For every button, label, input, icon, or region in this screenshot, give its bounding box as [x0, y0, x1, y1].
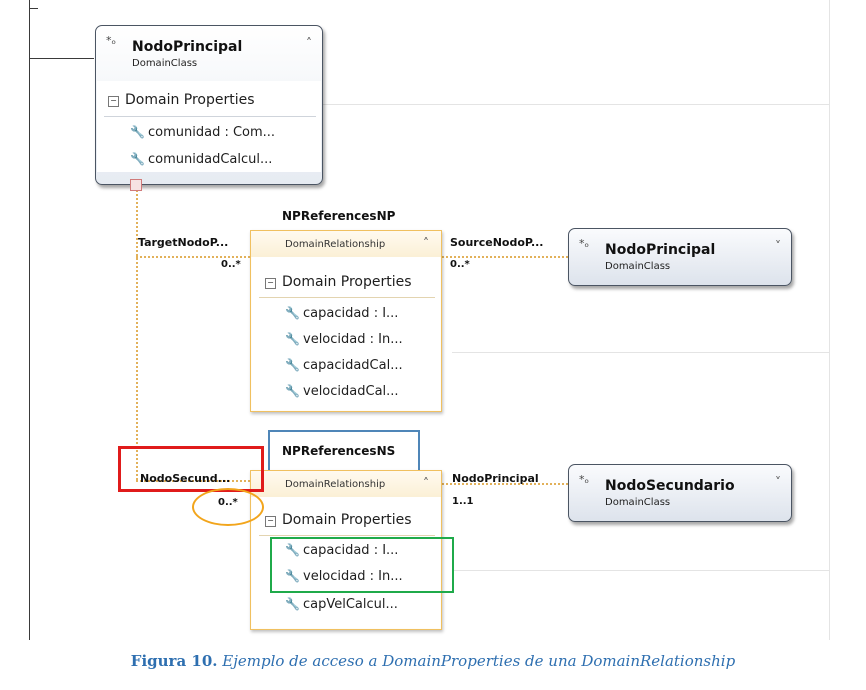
tree-top-tick [30, 8, 38, 9]
wrench-icon: 🔧 [285, 569, 300, 583]
section-label: Domain Properties [125, 92, 255, 108]
connector-nodoprincipal-right [442, 483, 568, 485]
connector-vertical [136, 190, 138, 480]
relationship-name: NPReferencesNP [282, 209, 396, 223]
section-divider [259, 535, 435, 536]
wrench-icon: 🔧 [285, 332, 300, 346]
multiplicity-right: 0..* [450, 259, 470, 270]
class-kind: DomainClass [132, 58, 198, 69]
relationship-body [252, 257, 440, 410]
swimlane-divider-vertical [829, 0, 830, 640]
section-domain-properties[interactable]: −Domain Properties [265, 512, 412, 528]
collapse-section-icon[interactable]: − [108, 96, 119, 107]
section-domain-properties[interactable]: −Domain Properties [265, 274, 412, 290]
relationship-header [251, 471, 441, 497]
role-label-right: SourceNodoP... [450, 236, 544, 249]
property-item[interactable]: 🔧capacidadCal... [285, 358, 403, 373]
expand-chevron-icon[interactable]: ˅ [775, 475, 781, 489]
role-label-right: NodoPrincipal [452, 472, 539, 485]
class-body [97, 81, 321, 172]
section-divider [259, 297, 435, 298]
tree-vertical-line [29, 0, 30, 640]
section-label: Domain Properties [282, 512, 412, 528]
connector-nodosecundario-left [136, 480, 250, 482]
highlight-box-green [270, 537, 454, 593]
npreferencesnp-relationship[interactable]: DomainRelationship ˄ −Domain Properties … [250, 230, 442, 412]
nodosecundario-class[interactable]: *ₒ NodoSecundario DomainClass ˅ [568, 464, 792, 522]
swimlane-divider [452, 570, 830, 571]
property-item[interactable]: 🔧capacidad : I... [285, 306, 399, 321]
property-item[interactable]: 🔧velocidad : In... [285, 569, 403, 584]
class-title: NodoPrincipal [605, 242, 716, 258]
collapse-chevron-icon[interactable]: ˄ [423, 476, 429, 490]
connector-target [136, 256, 250, 258]
property-item[interactable]: 🔧velocidadCal... [285, 384, 399, 399]
class-kind: DomainClass [605, 261, 671, 272]
highlight-box-red [118, 446, 264, 492]
wrench-icon: 🔧 [285, 306, 300, 320]
property-item[interactable]: 🔧comunidad : Com... [130, 125, 276, 140]
property-item[interactable]: 🔧comunidadCalcul... [130, 152, 273, 167]
class-icon: *ₒ [106, 34, 117, 47]
class-icon: *ₒ [579, 473, 590, 486]
collapse-chevron-icon[interactable]: ˄ [306, 36, 312, 50]
property-item[interactable]: 🔧capacidad : I... [285, 543, 399, 558]
relationship-body [252, 497, 440, 628]
npreferencesns-relationship[interactable]: DomainRelationship ˄ −Domain Properties … [250, 470, 442, 630]
section-divider [104, 116, 316, 117]
wrench-icon: 🔧 [285, 384, 300, 398]
property-item[interactable]: 🔧capVelCalcul... [285, 597, 398, 612]
relationship-kind: DomainRelationship [285, 479, 386, 490]
multiplicity-left: 0..* [221, 259, 241, 270]
swimlane-divider [322, 104, 830, 105]
class-title: NodoSecundario [605, 478, 735, 494]
collapse-section-icon[interactable]: − [265, 516, 276, 527]
nodoprincipal-class-main[interactable]: *ₒ NodoPrincipal DomainClass ˄ −Domain P… [95, 25, 323, 191]
wrench-icon: 🔧 [130, 125, 145, 139]
expand-chevron-icon[interactable]: ˅ [775, 239, 781, 253]
collapse-section-icon[interactable]: − [265, 278, 276, 289]
connection-anchor-icon[interactable] [130, 179, 142, 191]
wrench-icon: 🔧 [130, 152, 145, 166]
relationship-header [251, 231, 441, 257]
relationship-kind: DomainRelationship [285, 239, 386, 250]
wrench-icon: 🔧 [285, 543, 300, 557]
multiplicity-right: 1..1 [452, 496, 474, 507]
property-item[interactable]: 🔧velocidad : In... [285, 332, 403, 347]
role-label-left: NodoSecund... [140, 472, 231, 485]
section-domain-properties[interactable]: −Domain Properties [108, 92, 255, 108]
connector-source [442, 256, 568, 258]
wrench-icon: 🔧 [285, 358, 300, 372]
collapse-chevron-icon[interactable]: ˄ [423, 236, 429, 250]
relationship-name: NPReferencesNS [282, 444, 396, 458]
multiplicity-left: 0..* [218, 497, 238, 508]
wrench-icon: 🔧 [285, 597, 300, 611]
class-title: NodoPrincipal [132, 39, 243, 55]
highlight-ellipse-orange [192, 488, 264, 526]
swimlane-divider [452, 352, 830, 353]
section-label: Domain Properties [282, 274, 412, 290]
nodoprincipal-class-ref[interactable]: *ₒ NodoPrincipal DomainClass ˅ [568, 228, 792, 286]
tree-branch-line [30, 58, 94, 59]
role-label-left: TargetNodoP... [138, 236, 229, 249]
figure-caption: Figura 10. Ejemplo de acceso a DomainPro… [0, 652, 866, 670]
class-icon: *ₒ [579, 237, 590, 250]
caption-label: Figura 10. [130, 652, 218, 670]
class-kind: DomainClass [605, 497, 671, 508]
caption-text: Ejemplo de acceso a DomainProperties de … [222, 652, 736, 670]
